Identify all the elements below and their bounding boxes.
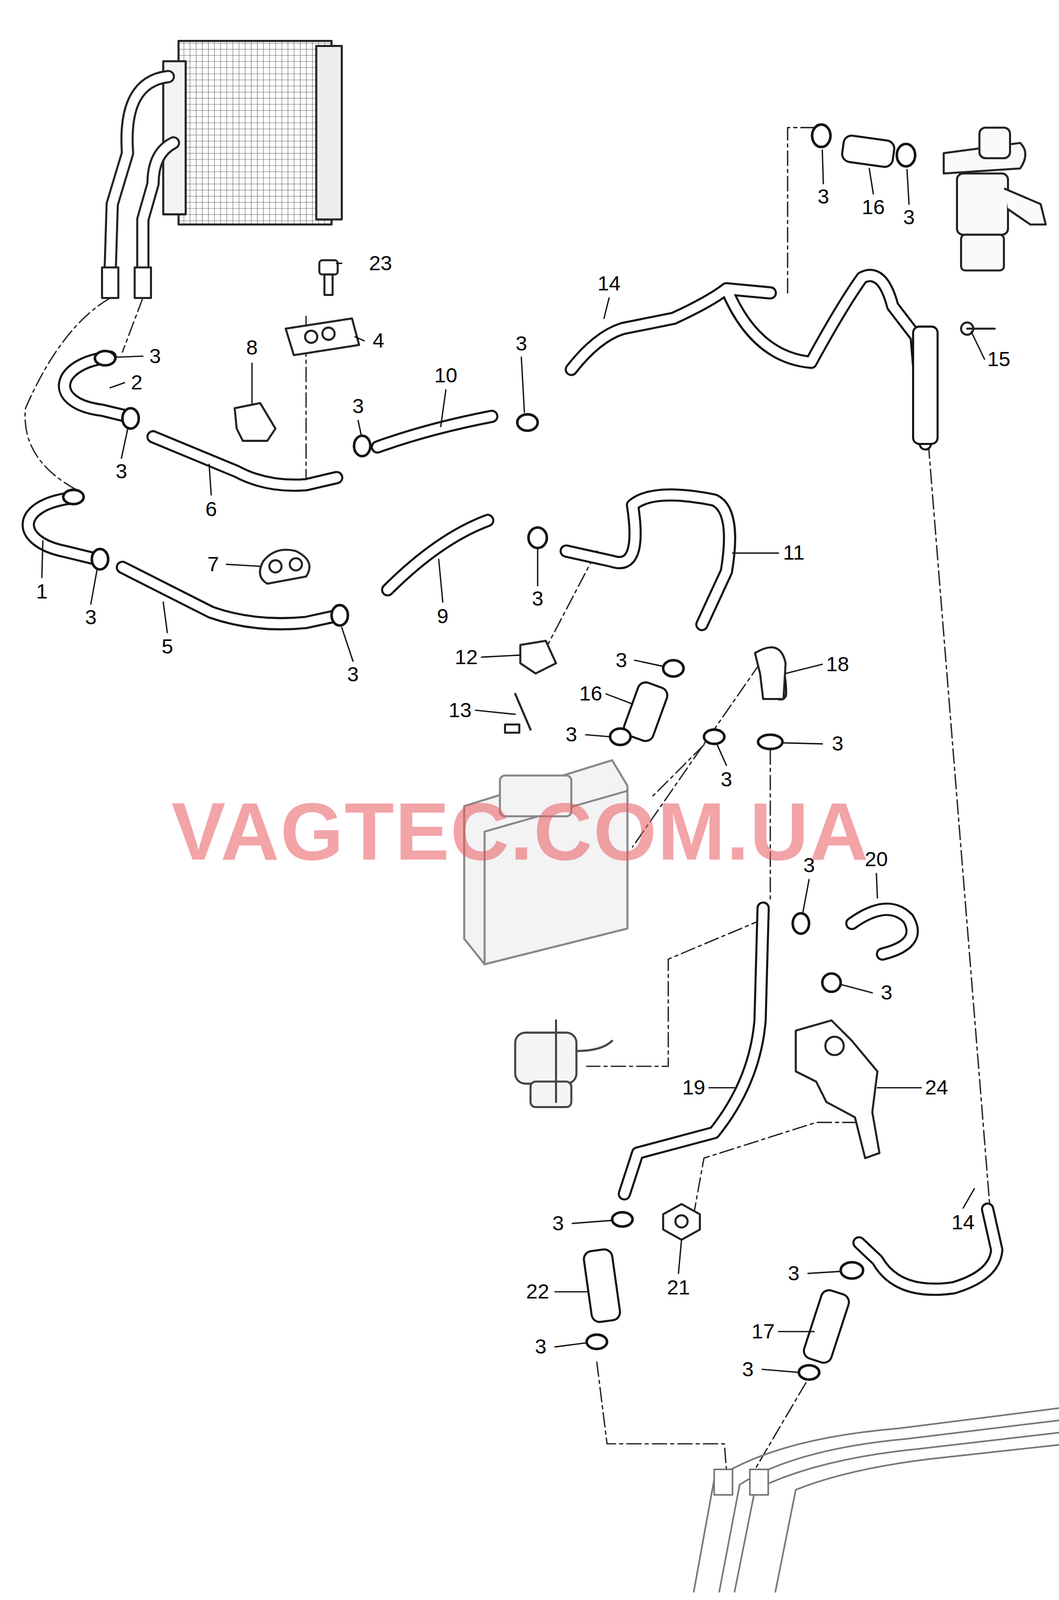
callout-number: 3 xyxy=(564,723,579,746)
callout-number: 3 xyxy=(740,1358,755,1381)
callout-number: 19 xyxy=(680,1076,708,1099)
callout-number: 3 xyxy=(114,460,129,483)
callout-number: 3 xyxy=(786,1262,801,1285)
callout-number: 7 xyxy=(206,553,221,576)
callout-number: 3 xyxy=(530,587,545,610)
callout-number: 22 xyxy=(524,1280,551,1303)
callout-number: 6 xyxy=(204,498,219,521)
callout-number: 3 xyxy=(83,606,98,629)
callout-number: 3 xyxy=(901,206,917,229)
callout-number: 3 xyxy=(350,395,366,418)
callout-number: 3 xyxy=(879,981,894,1004)
callout-number: 3 xyxy=(719,768,734,791)
callout-number: 12 xyxy=(452,646,480,669)
callout-number: 14 xyxy=(595,272,623,295)
callout-number: 3 xyxy=(614,649,629,672)
callout-number: 9 xyxy=(435,605,450,628)
callout-number: 14 xyxy=(949,1211,977,1234)
watermark: VAGTEC.COM.UA xyxy=(171,790,870,873)
callout-number: 3 xyxy=(147,345,163,368)
callout-number: 2 xyxy=(129,371,144,394)
callout-number: 8 xyxy=(244,336,260,359)
callout-number: 3 xyxy=(345,663,361,686)
callout-number: 21 xyxy=(665,1276,692,1299)
callout-number: 3 xyxy=(816,185,831,208)
callout-number: 3 xyxy=(533,1335,548,1358)
callout-number: 15 xyxy=(985,348,1013,371)
callout-number: 13 xyxy=(446,699,474,722)
callout-number: 1 xyxy=(34,580,49,603)
callout-number: 23 xyxy=(367,252,394,275)
callout-number: 3 xyxy=(550,1212,566,1235)
callout-number: 11 xyxy=(781,541,806,564)
callout-number: 10 xyxy=(432,364,460,387)
callout-number: 3 xyxy=(514,332,529,355)
callout-number: 16 xyxy=(577,682,604,705)
callout-number: 18 xyxy=(824,653,851,676)
illustration xyxy=(25,40,1059,1592)
callout-number: 4 xyxy=(371,329,386,352)
callout-number: 16 xyxy=(860,196,887,219)
callout-number: 5 xyxy=(160,635,175,658)
callout-number: 17 xyxy=(749,1320,777,1343)
callout-number: 24 xyxy=(923,1076,950,1099)
callout-number: 3 xyxy=(830,732,845,755)
